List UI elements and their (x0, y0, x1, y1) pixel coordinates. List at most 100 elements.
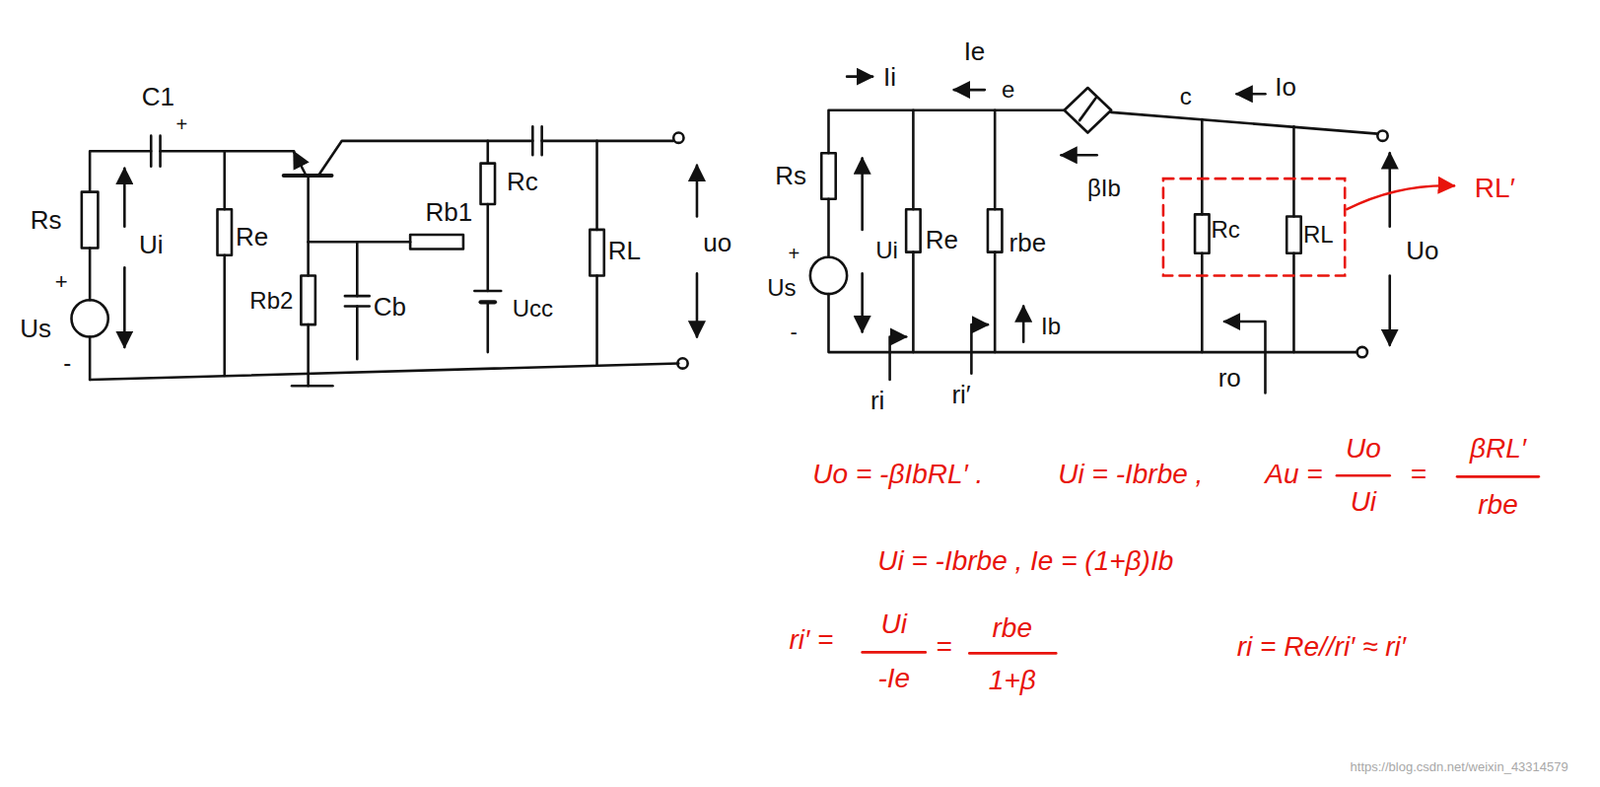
formula-text: = (935, 631, 952, 663)
resistor-symbol (987, 208, 1002, 252)
polarity-mark: + (787, 242, 800, 265)
terminal (677, 357, 688, 368)
formula-text: Ui (880, 609, 906, 640)
terminal (1357, 347, 1368, 357)
resistor-symbol (81, 192, 99, 249)
callout-arrow (1346, 185, 1455, 209)
formula-text: Ui = -Ibrbe , (1057, 459, 1203, 490)
wire (828, 199, 1357, 352)
transistor-collector (318, 140, 533, 176)
current-arrow (846, 74, 873, 78)
component-label: Rb1 (425, 198, 474, 227)
watermark: https://blog.csdn.net/weixin_43314579 (1350, 760, 1569, 774)
capacitor-symbol (345, 295, 370, 306)
resistance-name: ro (1218, 363, 1242, 393)
voltage-arrow (123, 267, 127, 348)
resistance-name: ri′ (951, 379, 971, 409)
terminal-name: e (1001, 76, 1015, 103)
resistor-symbol (905, 208, 920, 252)
fraction-bar (1457, 475, 1539, 479)
battery-symbol (474, 289, 501, 293)
signal-name: Io (1274, 72, 1297, 102)
signal-name: Uo (1405, 235, 1439, 265)
wire (222, 150, 226, 376)
component-label: Rc (506, 167, 539, 197)
component-label: Rb2 (249, 287, 293, 314)
dashed-group-outline (1163, 178, 1345, 276)
resistance-pointer (971, 324, 988, 374)
voltage-arrow (695, 165, 699, 217)
resistance-pointer (890, 337, 907, 380)
formula-text: rbe (992, 612, 1033, 643)
wire (1200, 119, 1204, 352)
capacitor-symbol (532, 126, 542, 155)
transistor-emitter (293, 151, 306, 176)
signal-name: Ii (883, 62, 897, 91)
component-label: RL′ (1474, 173, 1516, 205)
signal-name: βIb (1087, 175, 1121, 202)
component-label: Re (925, 225, 959, 255)
component-label: C1 (141, 82, 175, 112)
component-label: Re (235, 222, 269, 252)
wire (542, 139, 675, 143)
voltage-arrow (1388, 152, 1392, 227)
resistor-symbol (300, 275, 315, 325)
fraction-bar (862, 650, 926, 654)
wire (89, 150, 151, 192)
component-label: Rc (1210, 216, 1240, 243)
signal-name: uo (702, 228, 732, 258)
component-label: Rs (30, 205, 63, 234)
signal-name: Us (19, 314, 52, 344)
component-label: RL (608, 235, 641, 265)
voltage-arrow (123, 168, 127, 227)
voltage-arrow (860, 157, 864, 229)
formula-text: βRL′ (1469, 433, 1527, 465)
wire (308, 240, 412, 244)
formula-text: Uo = -βIbRL′ . (812, 459, 983, 490)
signal-name: Ib (1041, 313, 1061, 340)
resistor-symbol (1194, 213, 1209, 253)
wire (993, 110, 997, 352)
formula-text: -Ie (877, 663, 910, 695)
voltage-arrow (695, 273, 699, 337)
component-label: RL (1303, 221, 1334, 248)
formula-text: ri = Re//ri′ ≈ ri′ (1237, 631, 1406, 663)
capacitor-symbol (150, 136, 160, 167)
component-label: Rs (774, 161, 807, 191)
wire (911, 110, 915, 352)
resistor-symbol (1286, 215, 1301, 253)
wire (89, 362, 679, 380)
wire (306, 175, 310, 386)
terminal-name: c (1180, 83, 1192, 110)
formula-text: rbe (1477, 489, 1518, 521)
formula-text: Ui = -Ibrbe , Ie = (1+β)Ib (877, 546, 1174, 577)
formula-text: ri′ = (788, 625, 834, 656)
formula-text: = (1410, 459, 1427, 490)
terminal (1377, 130, 1388, 140)
voltage-arrow (1388, 275, 1392, 345)
current-arrow (1022, 306, 1026, 343)
current-arrow (954, 88, 985, 92)
resistor-symbol (481, 163, 495, 205)
formula-text: 1+β (988, 665, 1037, 696)
wire (595, 140, 599, 366)
polarity-mark: + (55, 270, 69, 294)
resistor-symbol (410, 234, 464, 249)
voltage-source-symbol (810, 257, 847, 294)
wire (486, 140, 489, 352)
wire (828, 110, 1064, 153)
polarity-mark: - (63, 349, 71, 376)
polarity-mark: - (790, 320, 798, 345)
ground-symbol (291, 384, 333, 388)
component-label: rbe (1009, 228, 1047, 258)
voltage-source-symbol (70, 299, 108, 337)
wire (88, 248, 92, 381)
voltage-arrow (860, 273, 864, 332)
signal-name: Ie (964, 36, 986, 66)
formula-text: Au = (1264, 459, 1322, 490)
wire (355, 241, 359, 359)
component-label: Ucc (512, 294, 554, 321)
